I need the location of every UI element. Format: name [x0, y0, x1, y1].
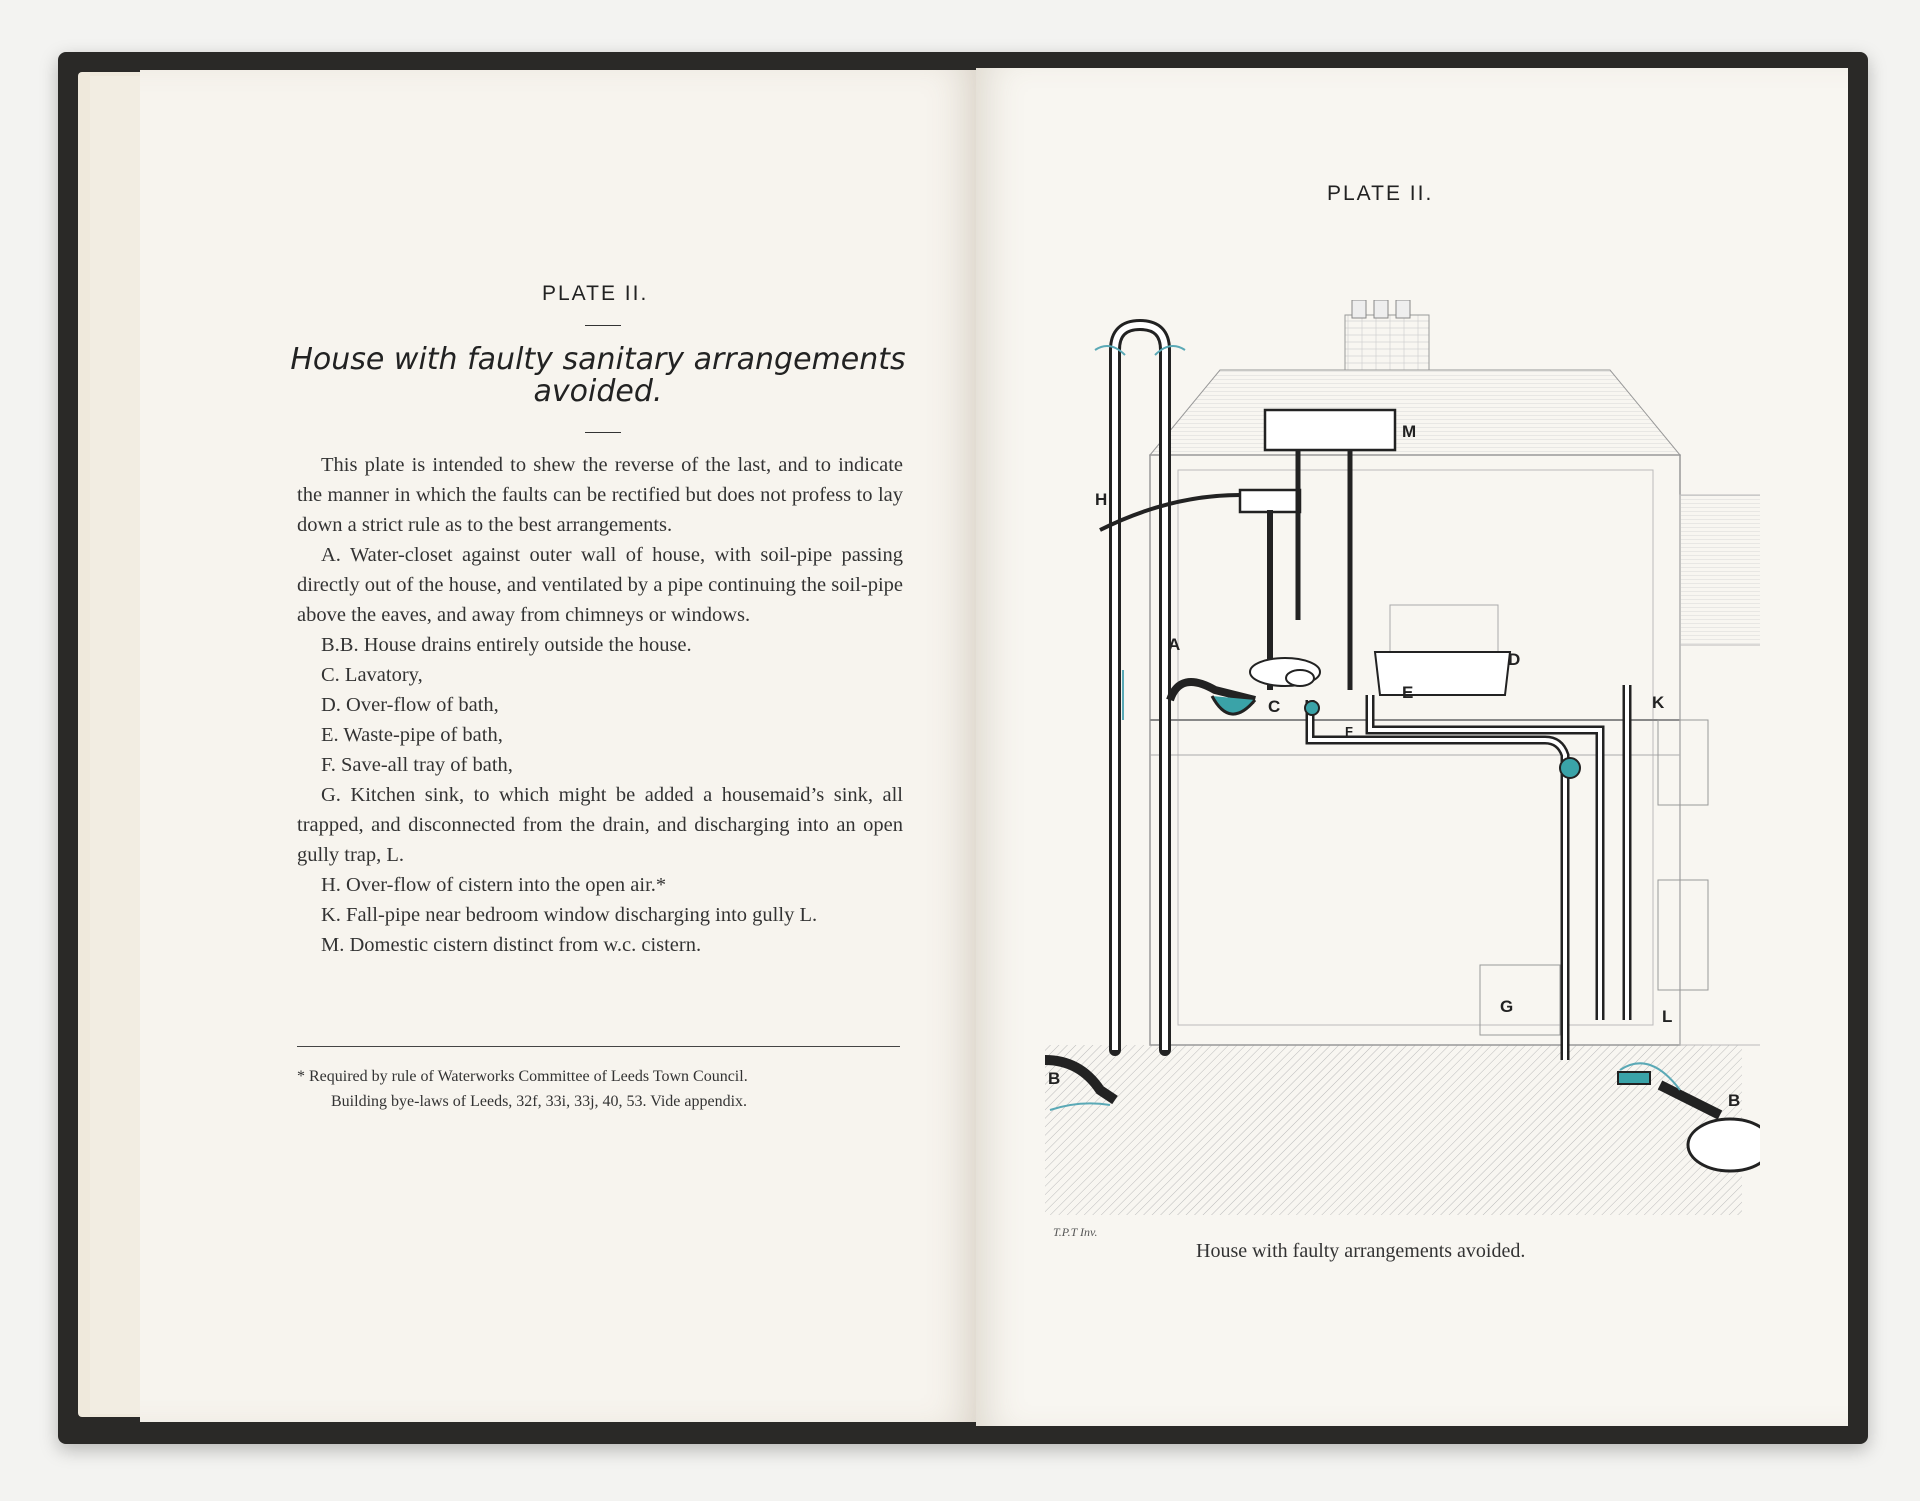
- lavatory-trap: [1304, 700, 1320, 716]
- window: [1657, 719, 1709, 806]
- left-page: [140, 70, 976, 1422]
- label-d: D: [1508, 650, 1520, 669]
- roof: [1148, 369, 1682, 456]
- neighbour-roof: [1679, 494, 1760, 646]
- engraver-signature: T.P.T Inv.: [1053, 1225, 1098, 1239]
- chimney-pot: [1395, 300, 1411, 319]
- list-item: C. Lavatory,: [321, 664, 423, 686]
- left-plate-heading: PLATE II.: [542, 282, 649, 305]
- ground-hatching: [1045, 1045, 1742, 1215]
- footnote-line-1: * Required by rule of Waterworks Committ…: [297, 1068, 748, 1085]
- footnote-line-2: Building bye-laws of Leeds, 32f, 33i, 33…: [331, 1093, 748, 1110]
- label-l: L: [1662, 1007, 1672, 1026]
- title-rule-bottom: [585, 432, 621, 433]
- wc-cistern: [1238, 488, 1302, 514]
- gully-trap: [1617, 1071, 1651, 1085]
- label-a: A: [1168, 635, 1180, 654]
- list-item: M. Domestic cistern distinct from w.c. c…: [321, 934, 702, 956]
- list-item: E. Waste-pipe of bath,: [321, 724, 503, 746]
- chimney-pot: [1351, 300, 1367, 319]
- label-m: M: [1402, 422, 1416, 441]
- domestic-cistern: [1263, 408, 1397, 452]
- neighbour-wall: [1679, 644, 1760, 1046]
- kitchen-sink-cabinet: [1479, 964, 1561, 1036]
- house-sanitary-illustration: M H A D C E F K G L B B: [1044, 300, 1760, 1215]
- body-text: This plate is intended to shew the rever…: [297, 450, 903, 960]
- chimney: [1344, 314, 1430, 371]
- drain-left: [1044, 1055, 1118, 1105]
- label-e: E: [1402, 683, 1413, 702]
- list-item: G. Kitchen sink, to which might be added…: [297, 784, 903, 866]
- list-item: D. Over-flow of bath,: [321, 694, 499, 716]
- label-b-left: B: [1048, 1069, 1060, 1088]
- trap-water: [1559, 757, 1581, 779]
- page-title: House with faulty sanitary arrangements …: [288, 344, 908, 408]
- label-b-right: B: [1728, 1091, 1740, 1110]
- drain-right: [1657, 1080, 1723, 1120]
- list-item: A. Water-closet against outer wall of ho…: [297, 544, 903, 626]
- label-k: K: [1652, 693, 1665, 712]
- right-plate-heading: PLATE II.: [1327, 182, 1434, 205]
- airflow-arrows: [1049, 345, 1681, 1111]
- chimney-pot: [1373, 300, 1389, 319]
- window: [1657, 879, 1709, 991]
- list-item: H. Over-flow of cistern into the open ai…: [321, 874, 667, 896]
- house-interior: [1177, 469, 1654, 1026]
- waste-pipes: [1305, 695, 1605, 1060]
- illustration-caption: House with faulty arrangements avoided.: [1196, 1240, 1526, 1262]
- title-rule-top: [585, 325, 621, 326]
- label-h: H: [1095, 490, 1107, 509]
- footnote: * Required by rule of Waterworks Committ…: [297, 1064, 917, 1114]
- list-item: B.B. House drains entirely outside the h…: [321, 634, 692, 656]
- lavatory-basin: [1285, 669, 1315, 687]
- list-item: F. Save-all tray of bath,: [321, 754, 513, 776]
- wc-outlet: [1166, 678, 1256, 704]
- label-f: F: [1345, 724, 1353, 739]
- overflow-pipe: [1099, 493, 1241, 532]
- wc-trap-water: [1210, 695, 1257, 716]
- label-c: C: [1268, 697, 1280, 716]
- soil-pipe-inner: [1112, 321, 1168, 1050]
- title-line-1: House with faulty sanitary arrangements: [290, 342, 906, 377]
- bath: [1373, 651, 1512, 696]
- list-item: K. Fall-pipe near bedroom window dischar…: [321, 904, 818, 926]
- label-g: G: [1500, 997, 1513, 1016]
- footnote-rule: [297, 1046, 900, 1047]
- intro-paragraph: This plate is intended to shew the rever…: [297, 454, 903, 536]
- waste-pipes-inner: [1308, 695, 1602, 1060]
- title-line-2: avoided.: [533, 374, 663, 409]
- drain-pipe-end: [1686, 1117, 1760, 1173]
